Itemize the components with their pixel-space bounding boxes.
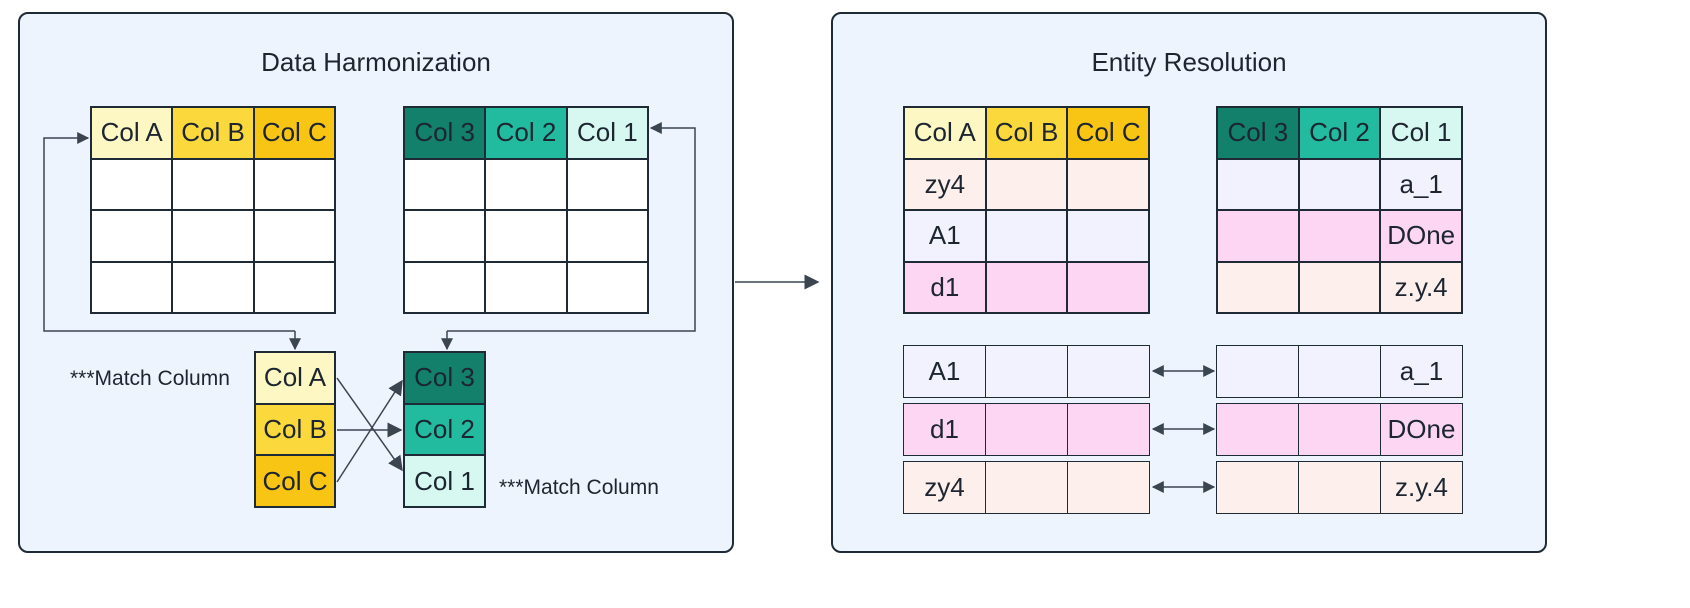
table-cell <box>986 462 1067 513</box>
matched-row-right: z.y.4 <box>1216 461 1463 514</box>
match-column-letters: Col A Col B Col C <box>254 351 336 508</box>
connector-col-a-loop <box>43 132 295 332</box>
source-table-letters: Col A Col B Col C <box>90 106 336 314</box>
match-column-note-left: ***Match Column <box>70 367 230 390</box>
header-col-b: Col B <box>986 108 1067 158</box>
table-cell <box>986 211 1067 261</box>
map-col-a-to-col-1 <box>336 377 403 472</box>
table-cell <box>173 159 253 209</box>
source-table-numbers: Col 3 Col 2 Col 1 <box>403 106 649 314</box>
row-value: DOne <box>1381 211 1461 261</box>
match-col-1: Col 1 <box>405 456 484 506</box>
row-value: A1 <box>905 211 985 261</box>
table-cell <box>1068 262 1148 312</box>
table-cell <box>986 262 1067 312</box>
row-value: d1 <box>904 404 985 455</box>
matched-row-right: DOne <box>1216 403 1463 456</box>
match-col-2: Col 2 <box>405 404 484 455</box>
row-value: a_1 <box>1381 346 1462 397</box>
table-cell <box>1218 211 1298 261</box>
header-col-1: Col 1 <box>1381 108 1461 158</box>
table-cell <box>254 159 334 209</box>
row-value: a_1 <box>1381 159 1461 209</box>
resolved-table-letters: Col A Col B Col C zy4 A1 d1 <box>903 106 1150 314</box>
row-value: z.y.4 <box>1381 262 1461 312</box>
match-col-b: Col B <box>256 404 334 455</box>
matched-row-left: d1 <box>903 403 1150 456</box>
table-cell <box>567 159 647 209</box>
header-col-2: Col 2 <box>1299 108 1380 158</box>
table-cell <box>254 262 334 312</box>
table-cell <box>173 262 253 312</box>
table-cell <box>1299 404 1380 455</box>
data-harmonization-title: Data Harmonization <box>261 47 491 77</box>
table-cell <box>567 211 647 261</box>
header-col-3: Col 3 <box>1218 108 1298 158</box>
match-col-3: Col 3 <box>405 353 484 403</box>
table-cell <box>486 262 566 312</box>
table-cell <box>1217 346 1298 397</box>
table-cell <box>405 159 485 209</box>
connector-col-1-loop <box>447 122 696 332</box>
table-cell <box>254 211 334 261</box>
table-cell <box>986 346 1067 397</box>
table-cell <box>1299 346 1380 397</box>
table-cell <box>405 211 485 261</box>
table-cell <box>486 211 566 261</box>
header-col-a: Col A <box>905 108 985 158</box>
match-col-c: Col C <box>256 456 334 506</box>
header-col-3: Col 3 <box>405 108 485 158</box>
row-value: DOne <box>1381 404 1462 455</box>
table-cell <box>92 211 172 261</box>
row-value: d1 <box>905 262 985 312</box>
header-col-b: Col B <box>173 108 253 158</box>
table-cell <box>92 262 172 312</box>
table-cell <box>1299 159 1380 209</box>
header-col-1: Col 1 <box>567 108 647 158</box>
header-col-c: Col C <box>254 108 334 158</box>
table-cell <box>173 211 253 261</box>
map-col-c-to-col-3 <box>336 379 403 483</box>
table-cell <box>92 159 172 209</box>
table-cell <box>486 159 566 209</box>
header-col-a: Col A <box>92 108 172 158</box>
table-cell <box>1217 462 1298 513</box>
table-cell <box>986 404 1067 455</box>
table-cell <box>1299 462 1380 513</box>
matched-row-right: a_1 <box>1216 345 1463 398</box>
matched-row-left: zy4 <box>903 461 1150 514</box>
matched-row-left: A1 <box>903 345 1150 398</box>
table-cell <box>1068 462 1149 513</box>
entity-resolution-title: Entity Resolution <box>1091 47 1287 77</box>
table-cell <box>986 159 1067 209</box>
table-cell <box>1299 262 1380 312</box>
table-cell <box>1218 262 1298 312</box>
row-value: zy4 <box>905 159 985 209</box>
header-col-c: Col C <box>1068 108 1148 158</box>
match-column-numbers: Col 3 Col 2 Col 1 <box>403 351 486 508</box>
table-cell <box>1068 346 1149 397</box>
table-cell <box>405 262 485 312</box>
resolved-table-numbers: Col 3 Col 2 Col 1 a_1 DOne z.y.4 <box>1216 106 1463 314</box>
row-value: z.y.4 <box>1381 462 1462 513</box>
row-value: A1 <box>904 346 985 397</box>
row-value: zy4 <box>904 462 985 513</box>
table-cell <box>1217 404 1298 455</box>
match-column-note-right: ***Match Column <box>499 476 659 499</box>
table-cell <box>1068 404 1149 455</box>
table-cell <box>1299 211 1380 261</box>
table-cell <box>1218 159 1298 209</box>
table-cell <box>567 262 647 312</box>
match-col-a: Col A <box>256 353 334 403</box>
table-cell <box>1068 211 1148 261</box>
table-cell <box>1068 159 1148 209</box>
header-col-2: Col 2 <box>486 108 566 158</box>
